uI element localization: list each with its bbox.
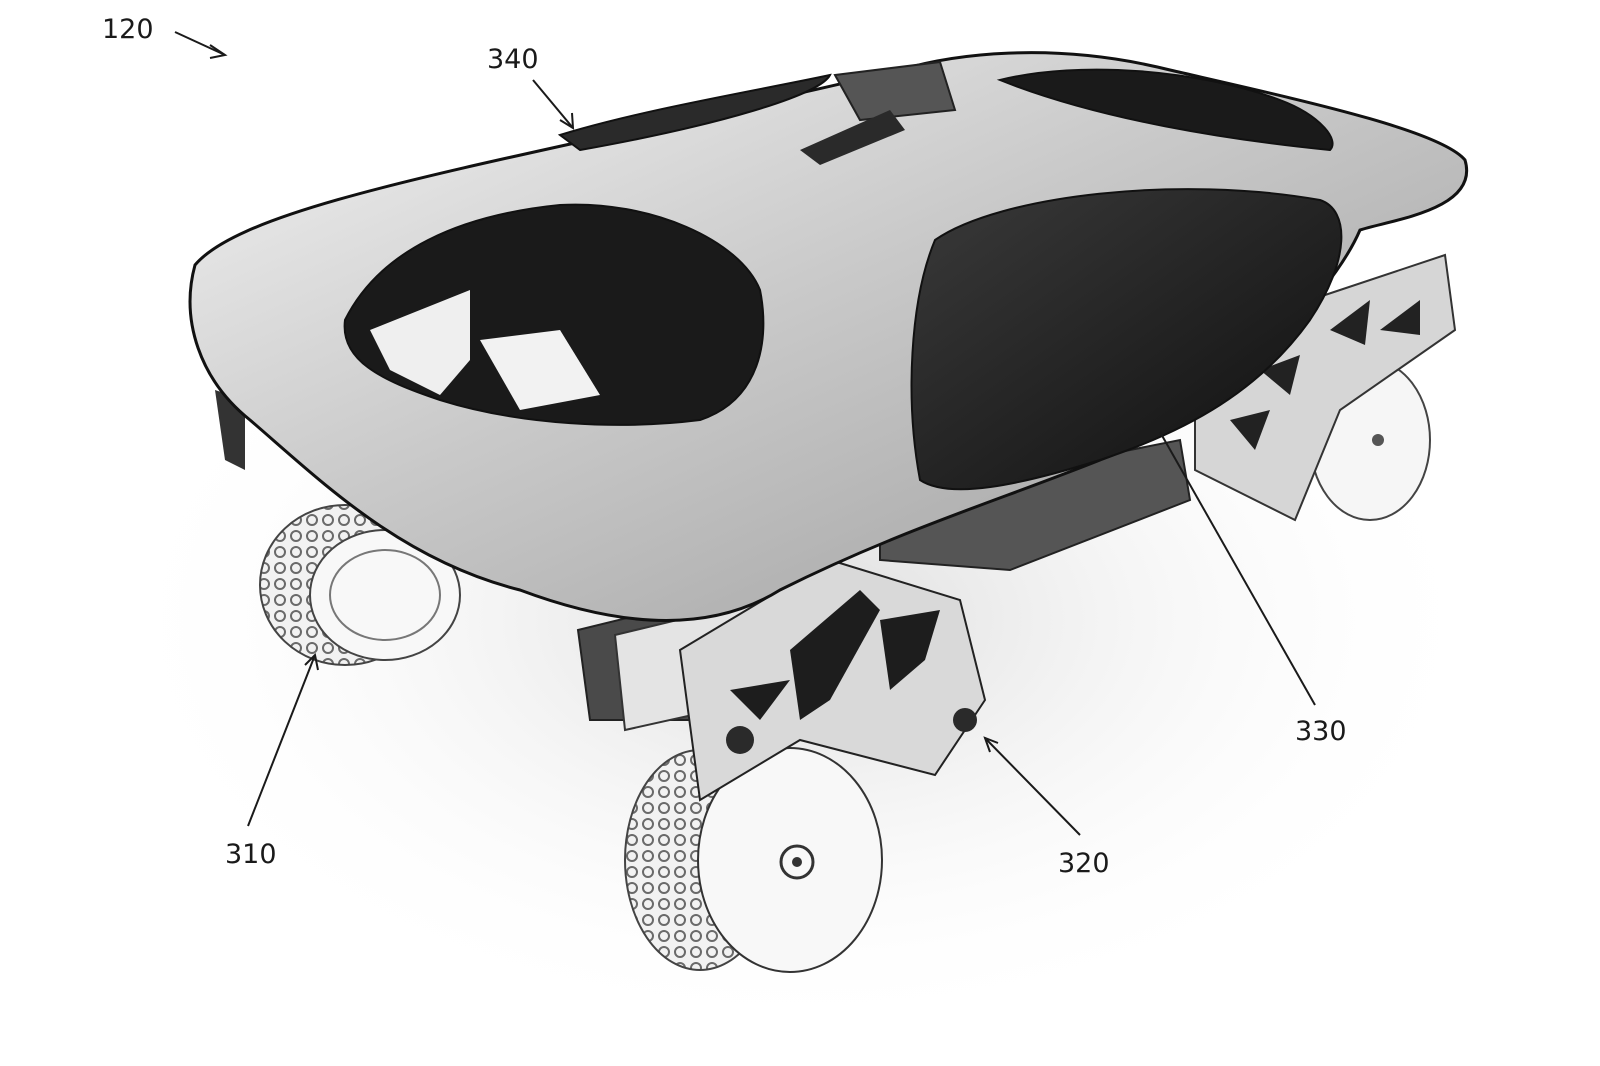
top-sensor — [800, 60, 957, 165]
front-left-wheel — [259, 504, 461, 666]
leader-line-310 — [247, 654, 316, 827]
front-leg-bracket — [576, 558, 987, 802]
ref-label-120: 120 — [102, 14, 154, 45]
leader-line-330 — [1159, 431, 1316, 706]
leader-arrow-320 — [983, 736, 999, 753]
leader-arrow-340 — [559, 112, 575, 130]
leader-line-340 — [532, 79, 574, 129]
leader-line-320 — [984, 737, 1081, 836]
leader-line-120 — [174, 31, 226, 56]
ref-label-340: 340 — [487, 44, 539, 75]
leader-arrow-310 — [304, 652, 319, 671]
robot-body — [188, 51, 1469, 622]
ref-label-320: 320 — [1058, 848, 1110, 879]
ref-label-330: 330 — [1295, 716, 1347, 747]
front-right-wheel — [624, 747, 883, 973]
ref-label-310: 310 — [225, 839, 277, 870]
leader-arrow-120 — [209, 44, 228, 59]
